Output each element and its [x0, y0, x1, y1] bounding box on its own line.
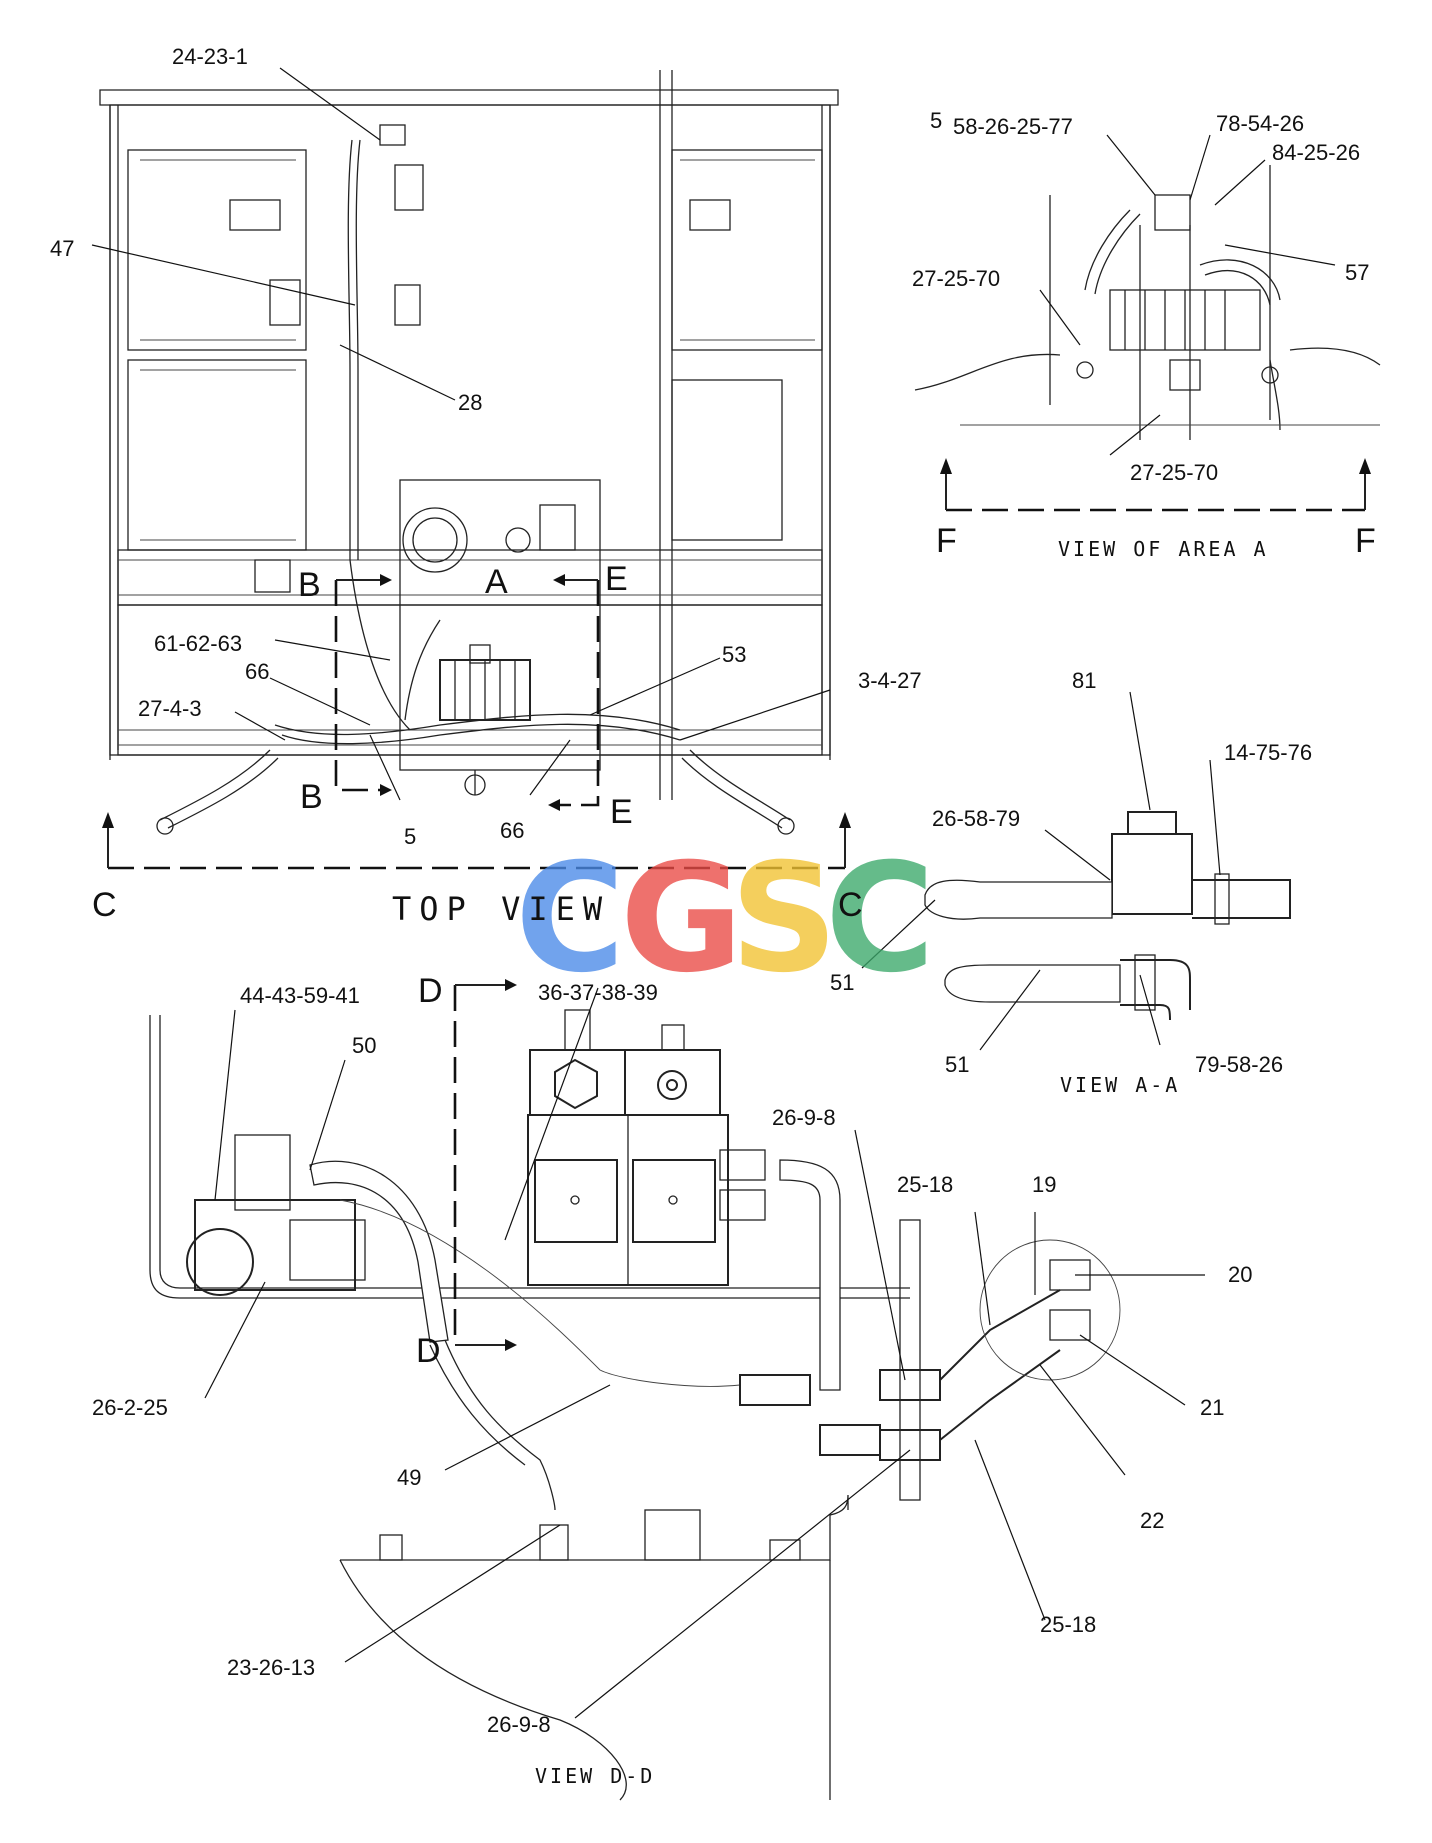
section-label-d-bottom: D	[416, 1332, 441, 1370]
label-5-area: 5	[930, 108, 942, 133]
section-label-b-top: B	[298, 566, 321, 604]
label-25-18-a: 25-18	[897, 1172, 953, 1197]
label-61-62-63: 61-62-63	[154, 631, 242, 656]
label-26-2-25: 26-2-25	[92, 1395, 168, 1420]
label-25-18-b: 25-18	[1040, 1612, 1096, 1637]
label-47: 47	[50, 236, 74, 261]
label-27-25-70-a: 27-25-70	[912, 266, 1000, 291]
label-51-a: 51	[830, 970, 854, 995]
label-22: 22	[1140, 1508, 1164, 1533]
section-label-c-right: C	[838, 886, 863, 924]
label-84-25-26: 84-25-26	[1272, 140, 1360, 165]
label-78-54-26: 78-54-26	[1216, 111, 1304, 136]
watermark-letter: C	[825, 832, 935, 1006]
section-label-f-left: F	[936, 522, 957, 560]
title-view-d-d: VIEW D-D	[535, 1764, 655, 1788]
label-28: 28	[458, 390, 482, 415]
section-label-b-bottom: B	[300, 778, 323, 816]
label-26-58-79: 26-58-79	[932, 806, 1020, 831]
label-44-43-59-41: 44-43-59-41	[240, 983, 360, 1008]
label-79-58-26: 79-58-26	[1195, 1052, 1283, 1077]
watermark-letter: C	[515, 832, 625, 1006]
label-51-b: 51	[945, 1052, 969, 1077]
view-a-a-drawing	[924, 811, 1291, 1021]
title-view-a-a: VIEW A-A	[1060, 1073, 1180, 1097]
label-66-b: 66	[500, 818, 524, 843]
label-24-23-1: 24-23-1	[172, 44, 248, 69]
view-of-area-a-drawing	[914, 165, 1381, 512]
section-label-f-right: F	[1355, 522, 1376, 560]
leader-lines	[91, 67, 1336, 1719]
label-5: 5	[404, 824, 416, 849]
label-58-26-25-77: 58-26-25-77	[953, 114, 1073, 139]
label-81: 81	[1072, 668, 1096, 693]
watermark-letter: G	[620, 832, 743, 1006]
label-53: 53	[722, 642, 746, 667]
label-36-37-38-39: 36-37-38-39	[538, 980, 658, 1005]
label-27-25-70-b: 27-25-70	[1130, 460, 1218, 485]
label-19: 19	[1032, 1172, 1056, 1197]
view-d-d-drawing	[149, 979, 1121, 1801]
section-label-e-top: E	[605, 560, 628, 598]
label-49: 49	[397, 1465, 421, 1490]
label-3-4-27: 3-4-27	[858, 668, 922, 693]
label-14-75-76: 14-75-76	[1224, 740, 1312, 765]
watermark-letter: S	[730, 832, 838, 1006]
section-label-d-top: D	[418, 972, 443, 1010]
label-26-9-8-b: 26-9-8	[487, 1712, 551, 1737]
label-27-4-3: 27-4-3	[138, 696, 202, 721]
label-21: 21	[1200, 1395, 1224, 1420]
title-view-of-area-a: VIEW OF AREA A	[1058, 537, 1269, 561]
label-20: 20	[1228, 1262, 1252, 1287]
part-labels: 24-23-1 47 28 B A E 61-62-63 66 53 3-4-2…	[50, 44, 1376, 1788]
title-top-view: TOP VIEW	[392, 890, 610, 928]
label-57: 57	[1345, 260, 1369, 285]
top-view-drawing	[99, 70, 851, 870]
label-50: 50	[352, 1033, 376, 1058]
label-26-9-8-a: 26-9-8	[772, 1105, 836, 1130]
area-label-a: A	[485, 563, 508, 601]
section-label-e-bottom: E	[610, 793, 633, 831]
section-label-c-left: C	[92, 886, 117, 924]
label-23-26-13: 23-26-13	[227, 1655, 315, 1680]
label-66-a: 66	[245, 659, 269, 684]
